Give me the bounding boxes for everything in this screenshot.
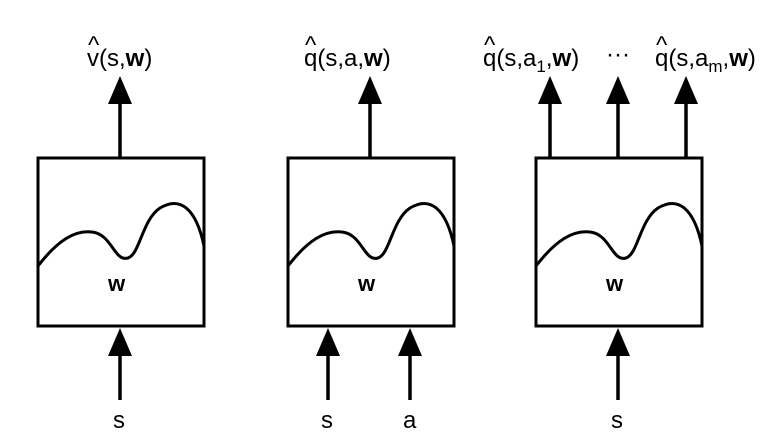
close-paren: ) — [144, 45, 152, 72]
weight-symbol: w — [125, 45, 145, 72]
hat-symbol: q — [655, 45, 668, 72]
args-text: (s,a, — [317, 45, 364, 72]
input-arrow-head — [108, 328, 132, 356]
subscript: 1 — [536, 57, 545, 76]
input-arrow-head-a — [398, 328, 422, 356]
output-arrow-head-2 — [606, 76, 630, 104]
panel-action-value-multi: q(s,a1,w) ^ ··· q(s,am,w) ^ w s — [483, 32, 756, 434]
hat-mark: ^ — [656, 32, 668, 59]
approximation-curve — [36, 202, 206, 267]
output-label-q-hat-am: q(s,am,w) — [655, 45, 756, 76]
subscript: m — [708, 57, 722, 76]
weight-label: w — [605, 271, 624, 296]
input-arrow-head — [606, 328, 630, 356]
approximation-curve — [534, 202, 704, 267]
args-text: (s, — [99, 45, 126, 72]
hat-symbol: q — [304, 45, 317, 72]
output-arrow-head-1 — [538, 76, 562, 104]
hat-symbol: q — [483, 45, 496, 72]
input-label-s: s — [611, 407, 623, 434]
weight-symbol: w — [552, 45, 572, 72]
output-arrow-head-m — [674, 76, 698, 104]
hat-mark: ^ — [88, 32, 100, 59]
close-paren: ) — [748, 45, 756, 72]
args-text: (s,a — [668, 45, 709, 72]
weight-label: w — [357, 271, 376, 296]
output-arrow-head — [358, 76, 382, 104]
comma: , — [546, 45, 553, 72]
hat-mark: ^ — [305, 32, 317, 59]
panel-state-value: v(s,w) ^ w s — [36, 32, 206, 434]
input-label-a: a — [403, 407, 417, 434]
input-label-s: s — [321, 407, 333, 434]
panel-action-value-single: q(s,a,w) ^ w s a — [286, 32, 456, 434]
output-arrow-head — [108, 76, 132, 104]
output-label-q-hat: q(s,a,w) — [304, 45, 391, 72]
output-label-v-hat: v(s,w) — [87, 45, 152, 72]
comma: , — [723, 45, 730, 72]
approximation-curve — [286, 202, 456, 267]
close-paren: ) — [571, 45, 579, 72]
approximator-box — [534, 156, 704, 328]
input-label-s: s — [113, 407, 125, 434]
hat-mark: ^ — [484, 32, 496, 59]
weight-label: w — [107, 271, 126, 296]
close-paren: ) — [383, 45, 391, 72]
weight-symbol: w — [363, 45, 383, 72]
output-label-q-hat-a1: q(s,a1,w) — [483, 45, 579, 76]
args-text: (s,a — [496, 45, 537, 72]
hat-symbol: v — [87, 45, 99, 72]
input-arrow-head-s — [316, 328, 340, 356]
ellipsis: ··· — [606, 41, 630, 68]
weight-symbol: w — [728, 45, 748, 72]
